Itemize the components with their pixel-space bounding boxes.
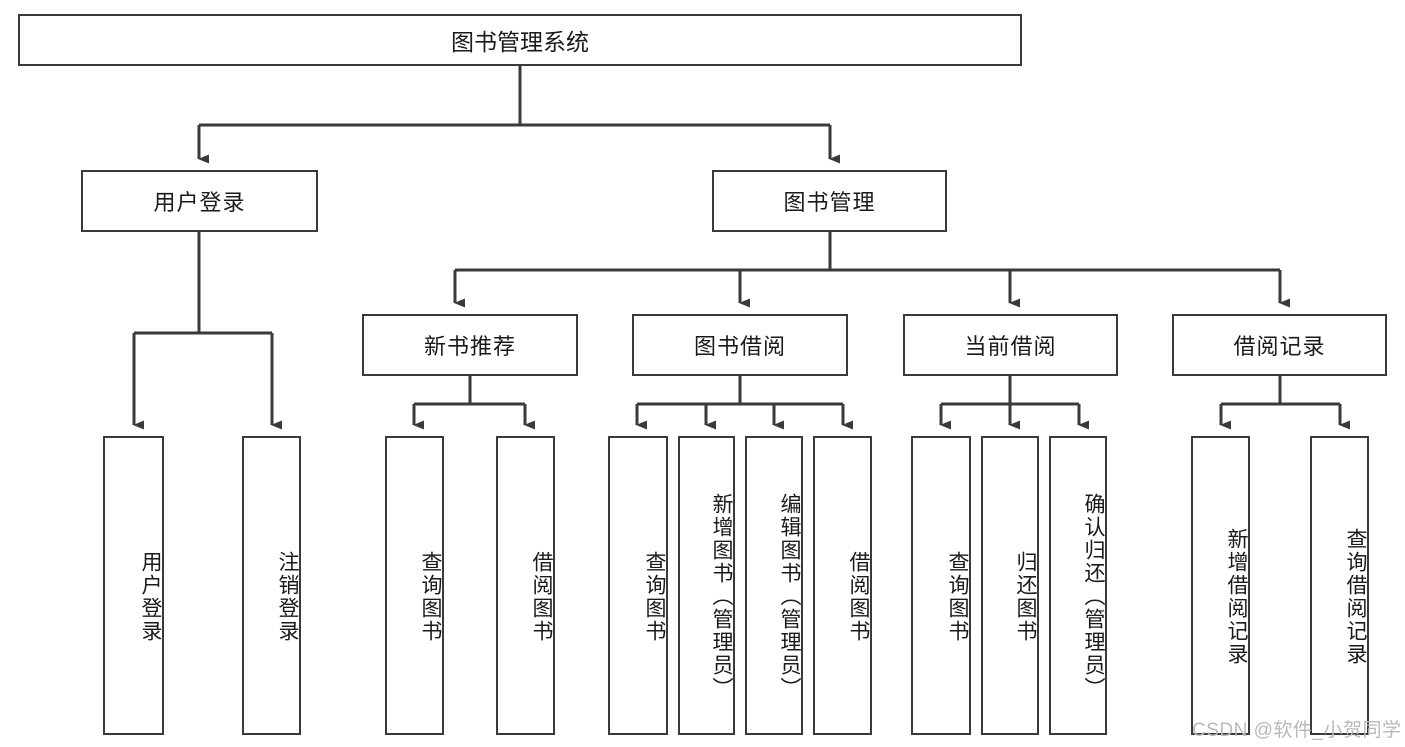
- leaf-query-borrow-record[interactable]: 查询借阅记录: [1310, 436, 1369, 735]
- node-current-borrow[interactable]: 当前借阅: [903, 314, 1118, 376]
- leaf-confirm-return-admin-label: 确认归还（管理员）: [1082, 493, 1105, 700]
- leaf-user-login-label: 用户登录: [139, 550, 162, 643]
- leaf-user-login[interactable]: 用户登录: [103, 436, 164, 735]
- leaf-confirm-return-admin[interactable]: 确认归还（管理员）: [1049, 436, 1107, 735]
- leaf-query-book-current-label: 查询图书: [946, 550, 969, 643]
- watermark: CSDN @软件_小贺同学: [1192, 720, 1402, 741]
- leaf-borrow-book[interactable]: 借阅图书: [813, 436, 872, 735]
- node-borrow-record-label: 借阅记录: [1233, 334, 1326, 359]
- leaf-borrow-book-recommend-label: 借阅图书: [530, 550, 553, 643]
- leaf-add-book-admin-label: 新增图书（管理员）: [710, 493, 733, 700]
- leaf-return-book-label: 归还图书: [1014, 550, 1037, 643]
- leaf-query-book-current[interactable]: 查询图书: [911, 436, 971, 735]
- node-current-borrow-label: 当前借阅: [964, 334, 1057, 359]
- leaf-add-book-admin[interactable]: 新增图书（管理员）: [678, 436, 735, 735]
- node-book-borrow-label: 图书借阅: [693, 334, 786, 359]
- node-user-login-label: 用户登录: [153, 190, 246, 215]
- leaf-logout-label: 注销登录: [276, 550, 299, 643]
- leaf-edit-book-admin-label: 编辑图书（管理员）: [778, 493, 801, 700]
- leaf-query-borrow-record-label: 查询借阅记录: [1344, 527, 1367, 666]
- leaf-edit-book-admin[interactable]: 编辑图书（管理员）: [745, 436, 803, 735]
- node-book-management-label: 图书管理: [783, 190, 876, 215]
- node-user-login[interactable]: 用户登录: [81, 170, 318, 232]
- node-book-management[interactable]: 图书管理: [712, 170, 947, 232]
- node-new-book-recommend[interactable]: 新书推荐: [362, 314, 578, 376]
- leaf-add-borrow-record-label: 新增借阅记录: [1225, 527, 1248, 666]
- leaf-borrow-book-label: 借阅图书: [847, 550, 870, 643]
- node-new-book-recommend-label: 新书推荐: [423, 334, 516, 359]
- leaf-return-book[interactable]: 归还图书: [981, 436, 1039, 735]
- node-root[interactable]: 图书管理系统: [18, 14, 1022, 66]
- leaf-query-book-recommend-label: 查询图书: [419, 550, 442, 643]
- node-borrow-record[interactable]: 借阅记录: [1172, 314, 1387, 376]
- node-root-label: 图书管理系统: [451, 29, 589, 55]
- leaf-query-book-recommend[interactable]: 查询图书: [385, 436, 444, 735]
- leaf-add-borrow-record[interactable]: 新增借阅记录: [1191, 436, 1250, 735]
- leaf-borrow-book-recommend[interactable]: 借阅图书: [496, 436, 555, 735]
- leaf-logout[interactable]: 注销登录: [242, 436, 301, 735]
- node-book-borrow[interactable]: 图书借阅: [632, 314, 848, 376]
- leaf-query-book-borrow-label: 查询图书: [643, 550, 666, 643]
- leaf-query-book-borrow[interactable]: 查询图书: [608, 436, 668, 735]
